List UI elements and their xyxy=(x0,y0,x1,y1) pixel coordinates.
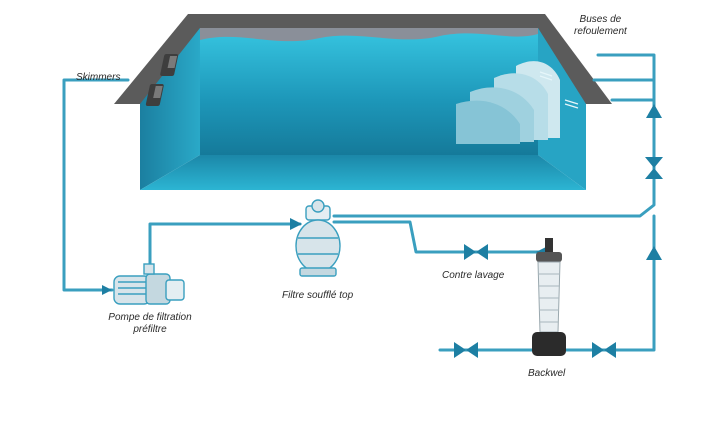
bottom-valve-right xyxy=(592,342,616,358)
arrow-right-pump xyxy=(102,285,112,295)
valves xyxy=(454,157,663,358)
backwash-valve xyxy=(464,244,488,260)
return-valve xyxy=(645,157,663,179)
label-skimmers: Skimmers xyxy=(76,72,121,83)
arrow-right-filter xyxy=(290,218,302,230)
arrow-up-2 xyxy=(646,246,662,260)
label-pompe-line1: Pompe de filtration xyxy=(108,312,192,323)
label-buses-line2: refoulement xyxy=(574,26,627,37)
arrow-up-1 xyxy=(646,104,662,118)
skimmer-suction-pipe xyxy=(62,78,130,292)
filter-to-return-pipe xyxy=(332,53,656,218)
pool-floor xyxy=(140,155,586,190)
label-pompe-filtration: Pompe de filtration préfiltre xyxy=(98,312,202,336)
filter-to-backwash-pipe xyxy=(332,220,550,254)
label-contre-lavage: Contre lavage xyxy=(442,270,505,281)
label-buses-line1: Buses de xyxy=(579,14,622,25)
pool-left-wall xyxy=(140,28,200,190)
return-jets xyxy=(539,71,579,109)
pool-steps xyxy=(456,61,560,144)
pool-water xyxy=(200,33,538,155)
backwel-icon xyxy=(532,238,566,356)
label-filtre-souffle-top: Filtre soufflé top xyxy=(282,290,354,301)
sand-filter-icon xyxy=(295,199,341,277)
skimmer-openings xyxy=(145,54,179,106)
label-buses-de-refoulement: Buses de refoulement xyxy=(574,14,627,38)
pump-icon xyxy=(113,263,185,305)
label-pompe-line2: préfiltre xyxy=(133,324,167,335)
bottom-valve-left xyxy=(454,342,478,358)
pool xyxy=(114,14,612,190)
pump-to-filter-pipe xyxy=(148,222,302,270)
label-backwel: Backwel xyxy=(528,368,566,379)
